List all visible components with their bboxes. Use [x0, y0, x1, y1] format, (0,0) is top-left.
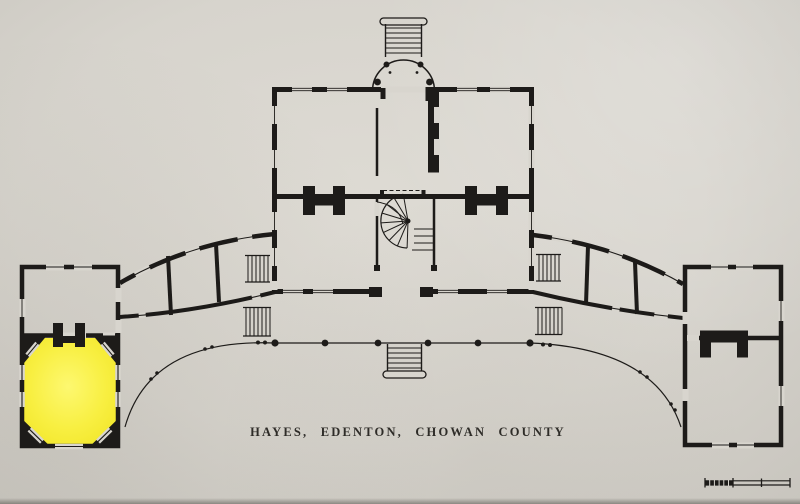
- right-wing-stairs: [535, 253, 563, 336]
- north-entry-steps: [379, 17, 428, 57]
- south-entry-steps: [382, 344, 427, 379]
- left-wing-stairs: [243, 254, 271, 337]
- north-semicircular-portico: [371, 59, 436, 92]
- octagon-fireplace: [53, 323, 85, 347]
- west-wall-openings: [271, 106, 278, 290]
- pavilion-fireplace: [700, 330, 748, 358]
- right-pavilion: [682, 264, 785, 449]
- main-house-block: [271, 86, 535, 297]
- drawing-title: HAYES, EDENTON, CHOWAN COUNTY: [250, 425, 566, 439]
- octagonal-room-walls: [19, 334, 121, 450]
- east-wall-openings: [528, 106, 535, 290]
- octagonal-room-highlight: [22, 338, 118, 446]
- winder-stair: [380, 193, 433, 251]
- graphic-scale-bar: [704, 478, 791, 488]
- south-curved-colonnade: [124, 339, 682, 428]
- left-pavilion: [19, 264, 122, 450]
- interior-partitions: [303, 91, 508, 215]
- south-door-jambs: [369, 287, 433, 297]
- right-curved-wing: [532, 232, 685, 336]
- winder-stair-hall: [374, 190, 437, 271]
- colonnade-columns: [149, 339, 677, 412]
- left-curved-wing: [118, 231, 276, 337]
- south-wall-openings: [283, 287, 507, 297]
- double-fireplaces: [303, 186, 508, 215]
